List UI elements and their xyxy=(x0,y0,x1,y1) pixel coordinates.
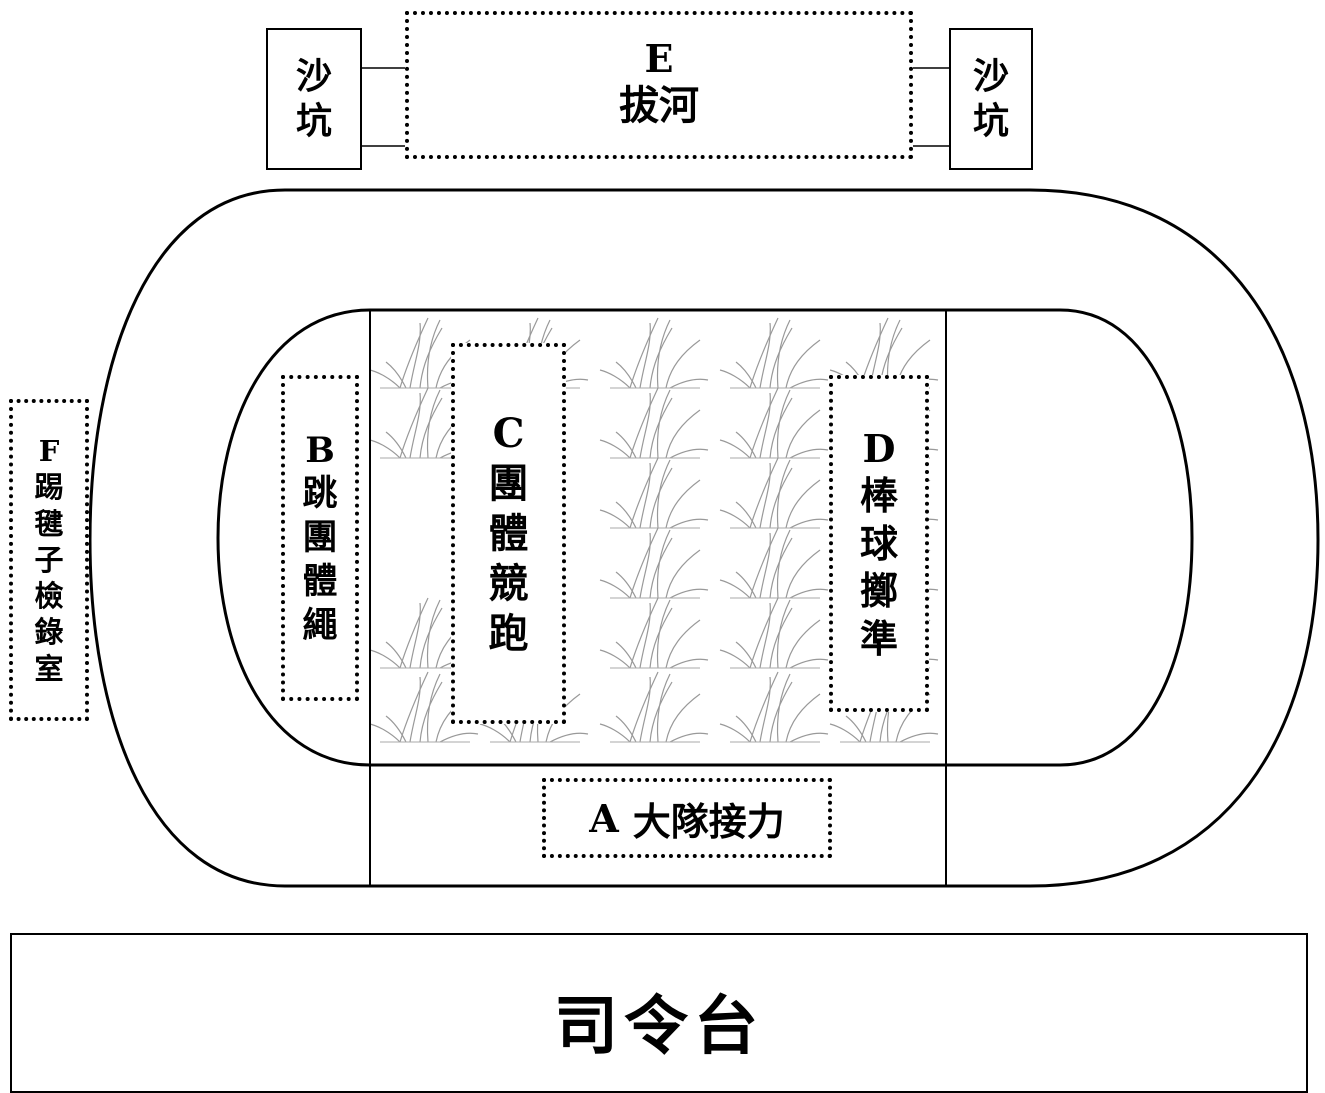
event-f-char: 踢 xyxy=(34,470,64,505)
event-f-char: 室 xyxy=(34,651,64,686)
event-c-char: 競 xyxy=(488,559,529,607)
event-a-box: A 大隊接力 xyxy=(542,778,832,858)
event-c-char: 跑 xyxy=(488,609,529,657)
sandpit-right: 沙 坑 xyxy=(949,28,1033,170)
event-d-char: D xyxy=(862,425,896,471)
event-c-char: 體 xyxy=(488,509,529,557)
event-f-char: 毽 xyxy=(34,506,64,541)
sandpit-right-char: 坑 xyxy=(972,100,1009,142)
event-b-char: 體 xyxy=(302,560,338,602)
event-d-char: 擲 xyxy=(859,568,898,614)
event-e-letter: E xyxy=(644,36,674,82)
event-b-box: B 跳 團 體 繩 xyxy=(281,375,359,701)
event-c-char: 團 xyxy=(488,459,529,507)
sandpit-left: 沙 坑 xyxy=(266,28,362,170)
event-b-char: 跳 xyxy=(302,473,338,515)
event-d-char: 棒 xyxy=(859,473,898,519)
event-a-name: 大隊接力 xyxy=(632,798,785,844)
command-stage-label: 司令台 xyxy=(554,989,764,1064)
sandpit-right-char: 沙 xyxy=(972,55,1009,97)
event-f-char: 檢 xyxy=(34,579,64,614)
event-f-char: 錄 xyxy=(34,615,64,650)
event-d-char: 球 xyxy=(859,520,898,566)
event-b-char: 繩 xyxy=(302,604,338,646)
event-b-char: 團 xyxy=(302,517,338,559)
inner-track xyxy=(216,308,1194,767)
event-a-letter: A xyxy=(589,795,619,841)
event-d-box: D 棒 球 擲 準 xyxy=(829,375,929,712)
event-e-box: E 拔河 xyxy=(405,11,913,159)
event-b-char: B xyxy=(305,429,335,471)
event-d-char: 準 xyxy=(859,615,898,661)
event-f-char: F xyxy=(38,434,60,469)
event-c-box: C 團 體 競 跑 xyxy=(451,343,566,724)
sandpit-left-char: 沙 xyxy=(295,55,332,97)
event-f-char: 子 xyxy=(34,542,64,577)
event-f-box: F 踢 毽 子 檢 錄 室 xyxy=(9,399,89,721)
sandpit-left-char: 坑 xyxy=(295,100,332,142)
event-c-char: C xyxy=(492,409,525,457)
event-e-name: 拔河 xyxy=(619,81,699,129)
command-stage: 司令台 xyxy=(10,933,1308,1093)
